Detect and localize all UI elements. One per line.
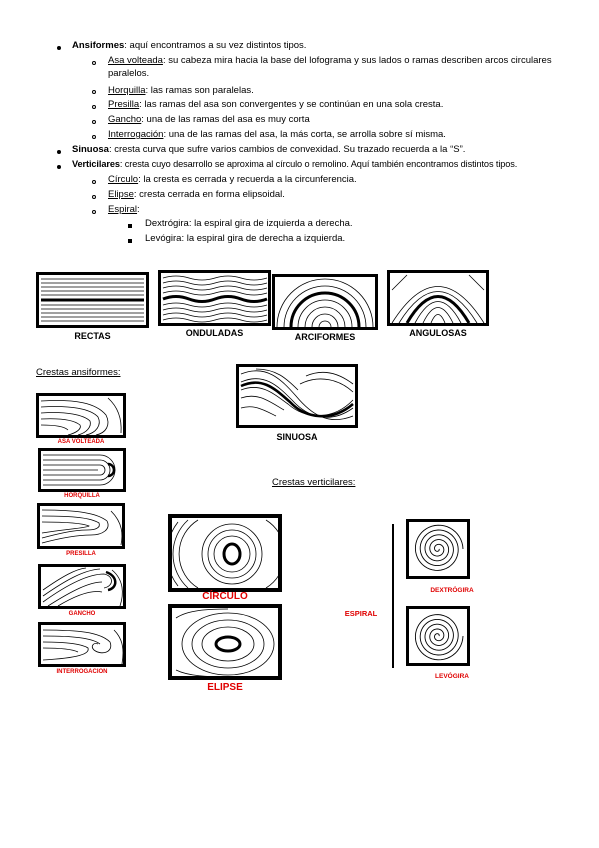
dextrogira-spiral (414, 524, 464, 571)
bullet (92, 105, 96, 109)
item-circulo: Círculo: la cresta es cerrada y recuerda… (108, 174, 357, 185)
espiral-caption: ESPIRAL (344, 609, 378, 618)
item-elipse: Elipse: cresta cerrada en forma elipsoid… (108, 189, 285, 200)
item-presilla: Presilla: las ramas del asa son converge… (108, 99, 444, 110)
item-sinuosa: Sinuosa: cresta curva que sufre varios c… (72, 144, 466, 155)
bullet (57, 165, 61, 169)
elipse-figure (168, 604, 282, 680)
bullet (92, 120, 96, 124)
interrogacion-caption: INTERROGACION (56, 669, 108, 675)
espiral-divider (392, 524, 394, 668)
sinuosa-caption: SINUOSA (276, 432, 318, 442)
bullet (57, 46, 61, 50)
dextrogira-caption: DEXTRÓGIRA (430, 587, 474, 594)
bullet (92, 195, 96, 199)
arciformes-caption: ARCIFORMES (294, 332, 356, 342)
bullet (92, 90, 96, 94)
presilla-caption: PRESILLA (66, 551, 96, 557)
interrogacion-figure (38, 622, 126, 667)
bullet (128, 224, 132, 228)
item-verticilares: Verticilares: cresta cuyo desarrollo se … (72, 159, 518, 169)
bullet (128, 239, 132, 243)
horquilla-figure (38, 448, 126, 492)
item-ansiformes: Ansiformes: aquí encontramos a su vez di… (72, 40, 307, 51)
bullet (92, 61, 96, 65)
elipse-caption: ELIPSE (207, 682, 243, 693)
item-levogira: Levógira: la espiral gira de derecha a i… (145, 233, 346, 244)
bullet (57, 150, 61, 154)
presilla-figure (37, 503, 125, 549)
bullet (92, 210, 96, 214)
item-espiral: Espiral: (108, 204, 140, 215)
item-asa-volteada: Asa volteada: su cabeza mira hacia la ba… (108, 55, 552, 79)
bullet (92, 180, 96, 184)
asa-volteada-figure (36, 393, 126, 438)
horquilla-caption: HORQUILLA (64, 493, 100, 499)
angulosas-caption: ANGULOSAS (409, 328, 467, 338)
rectas-caption: RECTAS (74, 331, 111, 341)
item-gancho: Gancho: una de las ramas del asa es muy … (108, 114, 310, 125)
item-dextrogira: Dextrógira: la espiral gira de izquierda… (145, 218, 353, 229)
circulo-caption: CÍRCULO (202, 591, 248, 602)
circulo-figure (168, 514, 282, 592)
gancho-caption: GANCHO (68, 611, 96, 617)
levogira-figure (406, 606, 470, 666)
levogira-spiral (414, 614, 464, 661)
item-horquilla: Horquilla: las ramas son paralelas. (108, 85, 254, 96)
angulosas-figure (387, 270, 489, 326)
levogira-caption: LEVÓGIRA (435, 673, 469, 680)
verticilares-section-title: Crestas verticilares: (272, 477, 356, 488)
dextrogira-figure (406, 519, 470, 579)
sinuosa-figure (236, 364, 358, 428)
rectas-figure (36, 272, 149, 328)
onduladas-figure (158, 270, 271, 326)
onduladas-caption: ONDULADAS (185, 328, 244, 338)
arciformes-figure (272, 274, 378, 330)
item-interrogacion: Interrogación: una de las ramas del asa,… (108, 129, 446, 140)
ansiformes-section-title: Crestas ansiformes: (36, 367, 121, 378)
bullet (92, 135, 96, 139)
gancho-figure (38, 564, 126, 609)
asa-volteada-caption: ASA VOLTEADA (57, 439, 105, 445)
